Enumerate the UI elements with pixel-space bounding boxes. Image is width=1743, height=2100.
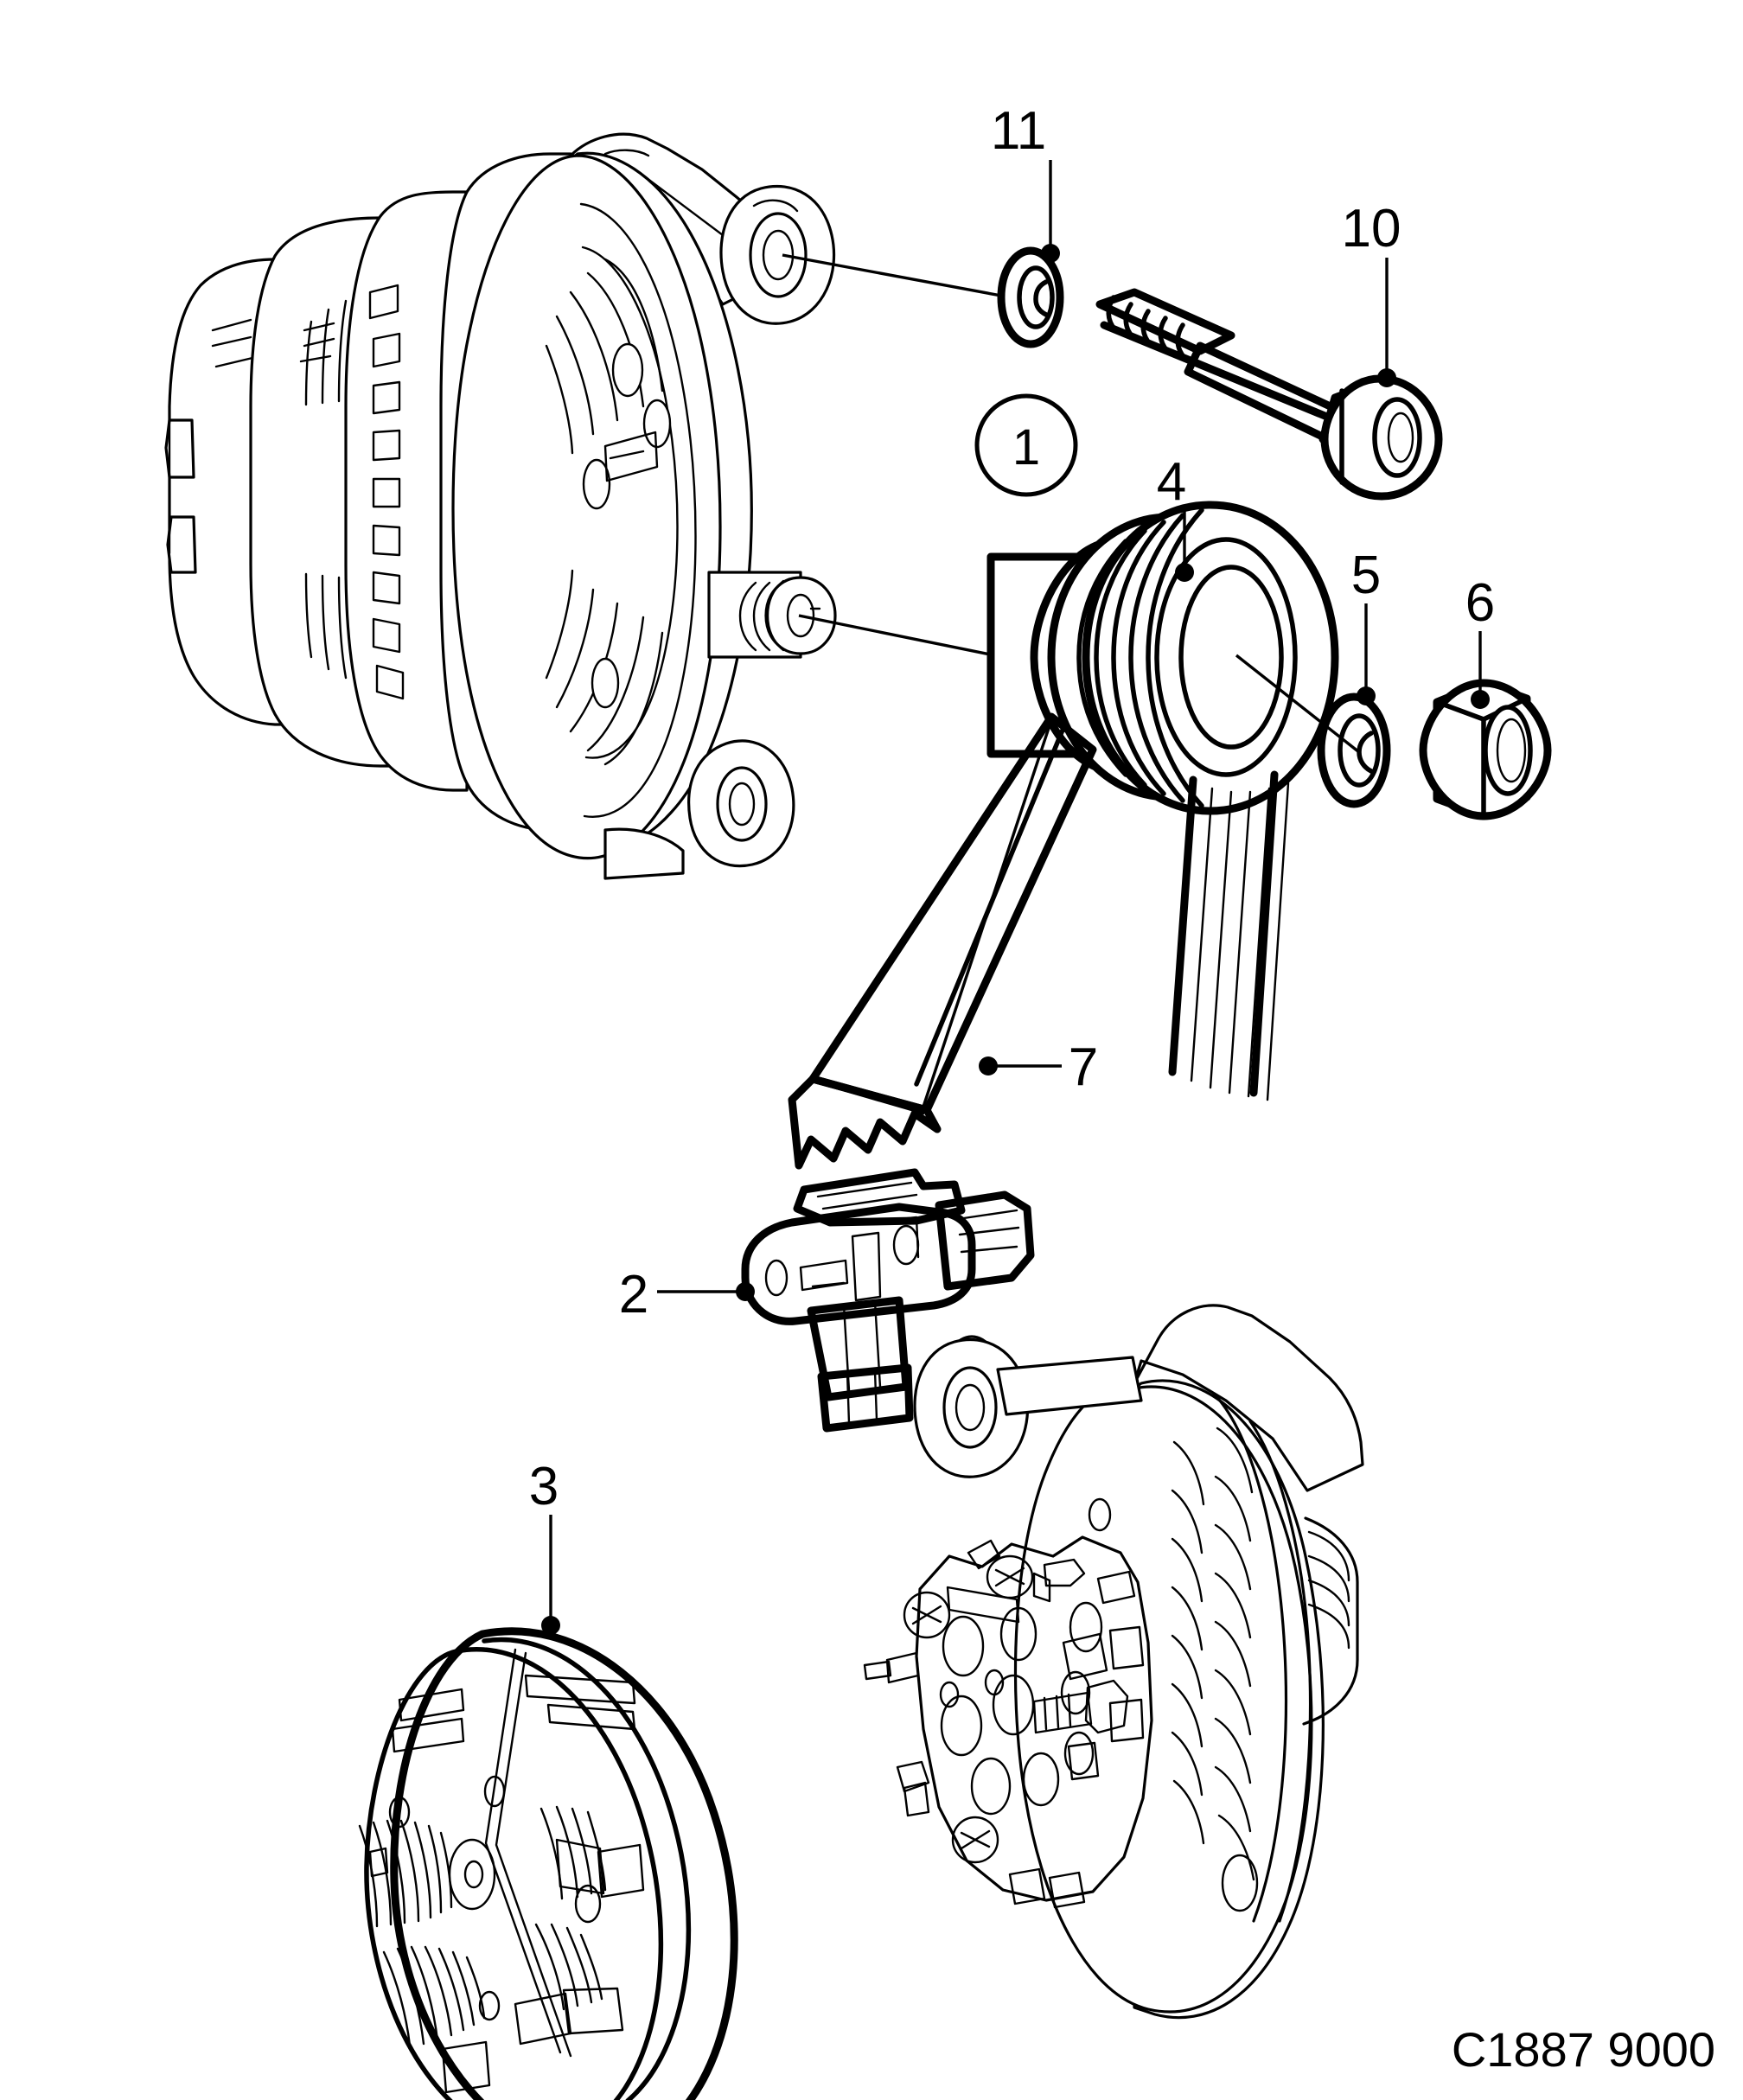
rear-end-cover xyxy=(358,1627,738,2100)
bolt-washer xyxy=(997,246,1064,348)
callout-label-11: 11 xyxy=(991,101,1046,161)
diagram-caption: C1887 9000 xyxy=(1452,2022,1715,2077)
mounting-bolt xyxy=(1095,288,1443,501)
drive-belt-segment xyxy=(788,712,1290,1170)
voltage-regulator-brush-holder xyxy=(741,1168,1035,1433)
callout-label-2: 2 xyxy=(619,1265,648,1324)
callout-label-7: 7 xyxy=(1069,1037,1098,1097)
callout-label-5: 5 xyxy=(1351,546,1381,605)
callout-label-1: 1 xyxy=(1012,419,1040,476)
alternator-rectifier-view xyxy=(863,1304,1364,2020)
callout-label-10: 10 xyxy=(1342,199,1401,259)
callout-label-6: 6 xyxy=(1465,573,1495,633)
drive-pulley xyxy=(986,501,1339,815)
pulley-washer xyxy=(1317,693,1391,808)
callout-label-3: 3 xyxy=(529,1457,559,1516)
callout-circle-outline xyxy=(974,393,1078,497)
callout-label-4: 4 xyxy=(1157,452,1186,512)
callout-leaders xyxy=(541,160,1490,1635)
hex-nut xyxy=(1419,679,1552,820)
alternator-main-body xyxy=(164,132,837,880)
callout-badge-1: 1 xyxy=(974,393,1078,497)
